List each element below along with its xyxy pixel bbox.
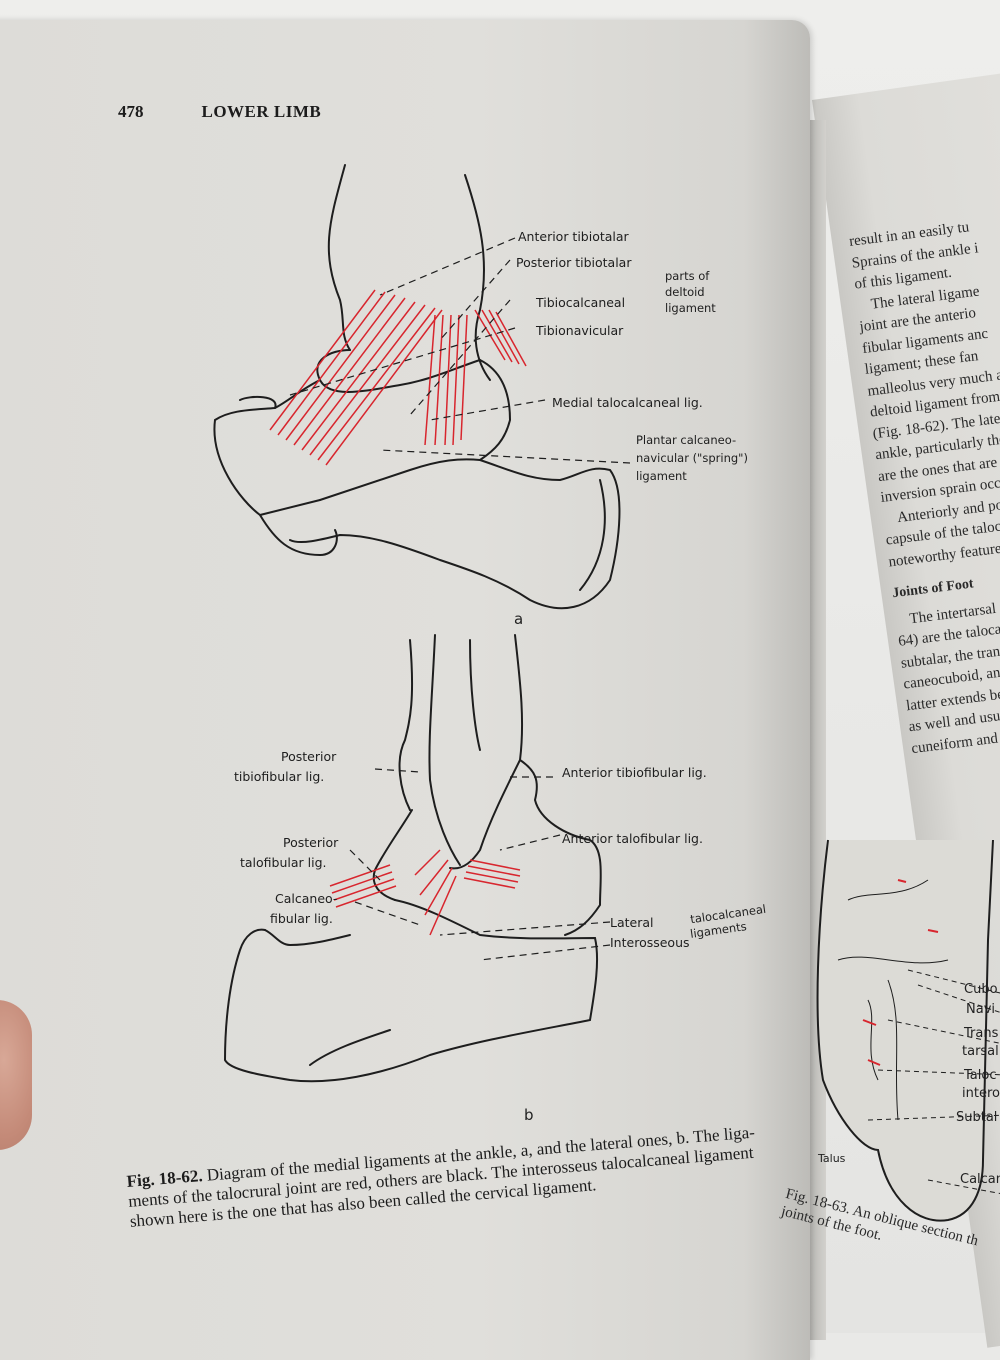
label-posterior-talofibular-2: talofibular lig. [240, 855, 327, 870]
label-deltoid-group-1: parts of [665, 269, 710, 283]
rp-label-navicular: Navi [966, 1002, 995, 1017]
ankle-ligament-illustration [213, 164, 631, 1083]
page-header: 478 LOWER LIMB [118, 102, 321, 122]
label-posterior-talofibular-1: Posterior [283, 835, 339, 850]
label-interosseous: Interosseous [610, 935, 690, 950]
label-deltoid-group-3: ligament [665, 301, 716, 315]
label-medial-talocalcaneal: Medial talocalcaneal lig. [552, 395, 703, 410]
figure-18-62: Anterior tibiotalar Posterior tibiotalar… [180, 160, 800, 1150]
rp-label-interosseous: interos [962, 1086, 1000, 1101]
panel-letter-b: b [524, 1106, 534, 1124]
rp-label-talus: Talus [818, 1152, 846, 1165]
rp-label-calcaneus: Calcane [960, 1172, 1000, 1187]
label-anterior-tibiotalar: Anterior tibiotalar [518, 229, 629, 244]
label-anterior-tibiofibular: Anterior tibiofibular lig. [562, 765, 707, 780]
label-posterior-tibiofibular-2: tibiofibular lig. [234, 769, 325, 784]
page-number: 478 [118, 102, 144, 121]
label-tibionavicular: Tibionavicular [536, 323, 624, 338]
running-head: LOWER LIMB [201, 102, 322, 121]
label-tibiocalcaneal: Tibiocalcaneal [536, 295, 626, 310]
rp-label-transverse: Trans [964, 1026, 999, 1041]
label-calcaneofibular-2: fibular lig. [270, 911, 333, 926]
label-deltoid-group-2: deltoid [665, 285, 705, 299]
label-anterior-talofibular: Anterior talofibular lig. [562, 831, 703, 846]
label-plantar-3: ligament [636, 469, 687, 483]
left-page-surface [0, 20, 810, 1360]
foot-section-illustration [816, 839, 1000, 1222]
label-posterior-tibiofibular-1: Posterior [281, 749, 337, 764]
label-calcaneofibular-1: Calcaneo- [275, 891, 338, 906]
rp-label-cuboid: Cubo [964, 982, 998, 997]
label-plantar-2: navicular ("spring") [636, 451, 748, 465]
panel-letter-a: a [514, 610, 524, 628]
figure-18-63: Cubo Navi Trans tarsal Taloc interos Sub… [808, 820, 1000, 1230]
label-posterior-tibiotalar: Posterior tibiotalar [516, 255, 632, 270]
label-plantar-1: Plantar calcaneo- [636, 433, 737, 447]
label-lateral: Lateral [610, 915, 654, 930]
rp-label-tarsal: tarsal [962, 1044, 999, 1059]
rp-label-subtalar: Subtal [956, 1110, 998, 1125]
rp-label-talocalcaneal: Taloc [964, 1068, 997, 1083]
thumb-holding-page [0, 1000, 32, 1150]
